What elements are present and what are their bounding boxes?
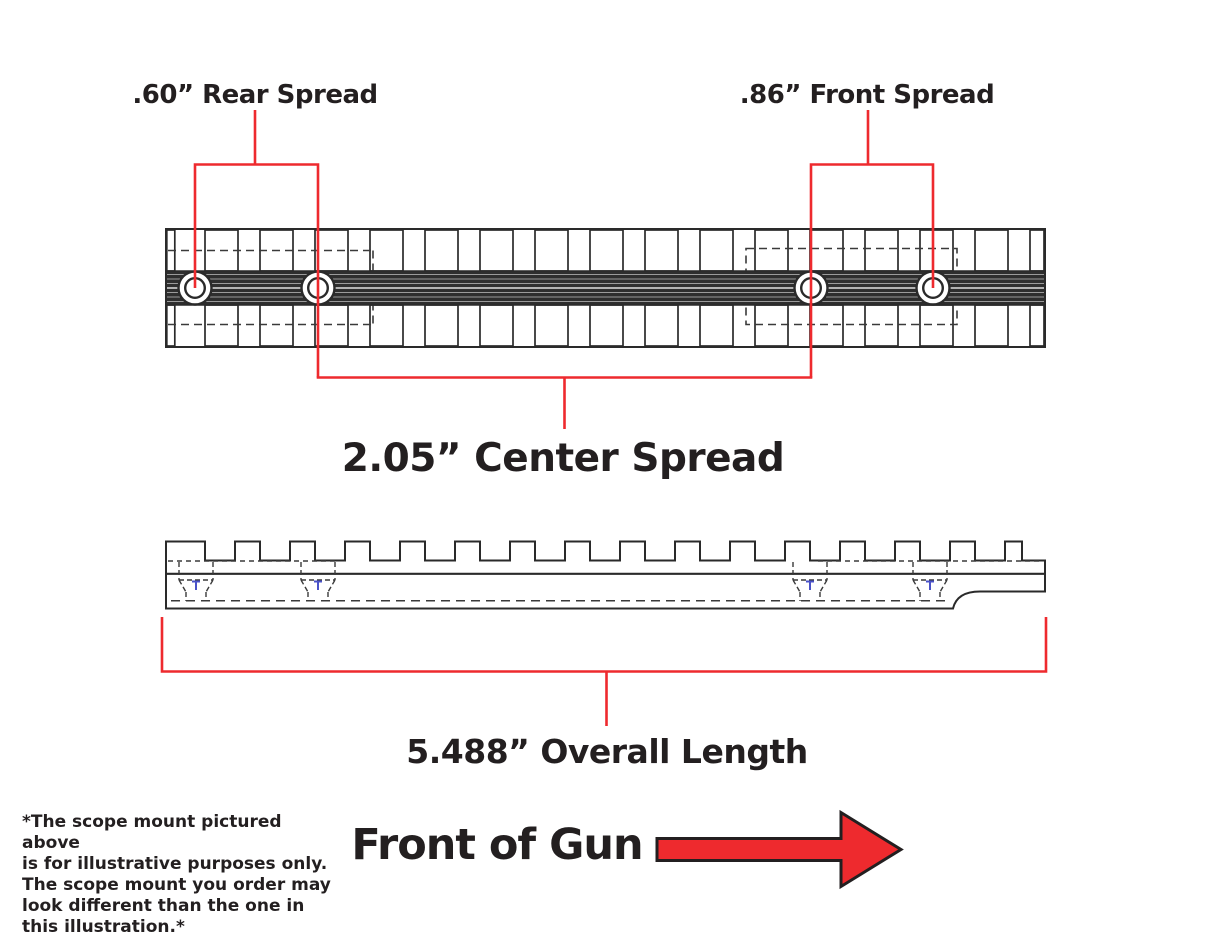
rail-slot [589,229,624,272]
hole-center-mark [192,580,200,590]
rear-footprint-dashed-outline [168,249,374,326]
countersunk-hole [178,562,214,601]
front-spread-label: .86” Front Spread [739,80,995,110]
front-of-gun-arrow [655,809,904,890]
countersunk-hole [912,562,948,601]
rail-slot [259,304,294,347]
countersunk-hole [300,562,336,601]
countersunk-hole [792,562,828,601]
rear-spread-label: .60” Rear Spread [132,80,378,110]
center-spread-label: 2.05” Center Spread [341,436,785,481]
rail-slot [424,229,459,272]
rail-slot [809,304,844,347]
rail-slot [1029,229,1045,272]
rail-slot [974,304,1009,347]
overall-length-label: 5.488” Overall Length [406,732,808,771]
rail-side-view [165,540,1046,610]
hole-center-mark [926,580,934,590]
rail-slot [589,304,624,347]
rail-slot [369,304,404,347]
hole-center-mark [314,580,322,590]
hole-center-mark [806,580,814,590]
rail-slot [644,304,679,347]
rail-side-profile [165,540,1046,610]
rail-slot [479,229,514,272]
rail-slot [974,229,1009,272]
rail-slot [754,229,789,272]
rail-slot [644,229,679,272]
front-spread-dimension-line [809,110,935,378]
overall-length-dimension-line [160,617,1048,726]
dimension-lines [160,110,1048,726]
rail-slot [534,304,569,347]
front-of-gun-label: Front of Gun [351,820,643,870]
rail-slot [919,304,954,347]
center-spread-dimension-line [316,376,813,429]
rail-slot [204,304,239,347]
rail-slot [864,304,899,347]
rail-slot [919,229,954,272]
rail-slot [864,229,899,272]
rail-top-view [165,228,1046,348]
rail-slot [809,229,844,272]
rail-slot [534,229,569,272]
rail-slot [699,229,734,272]
disclaimer-text: *The scope mount pictured above is for i… [22,812,331,937]
rail-slot [699,304,734,347]
rail-slot [314,304,349,347]
rail-slot [369,229,404,272]
rear-spread-dimension-line [193,110,320,378]
rail-slot [1029,304,1045,347]
rail-slot [165,304,176,347]
rail-slot [479,304,514,347]
rail-slot [424,304,459,347]
rail-slot [754,304,789,347]
